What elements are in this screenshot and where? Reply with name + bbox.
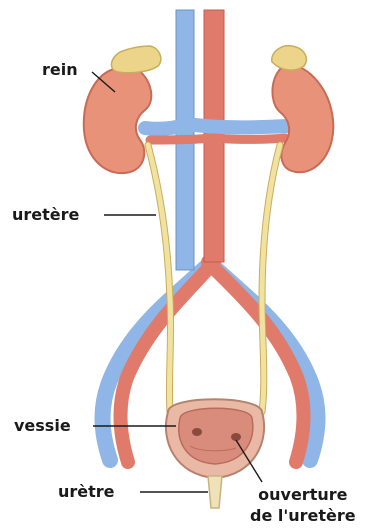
ureter-opening-right xyxy=(231,433,241,441)
label-ureter-opening-line2: de l'uretère xyxy=(250,505,356,526)
bladder xyxy=(166,399,264,478)
label-ureter: uretère xyxy=(12,205,79,225)
renal-vessels xyxy=(145,125,288,140)
label-ureter-opening-line1: ouverture xyxy=(250,484,356,505)
ureter-opening-left xyxy=(192,428,202,436)
label-ureter-opening: ouverture de l'uretère xyxy=(250,484,356,526)
label-kidney: rein xyxy=(42,60,78,80)
urethra xyxy=(208,476,222,508)
label-urethra: urètre xyxy=(58,482,115,502)
label-bladder: vessie xyxy=(14,416,71,436)
